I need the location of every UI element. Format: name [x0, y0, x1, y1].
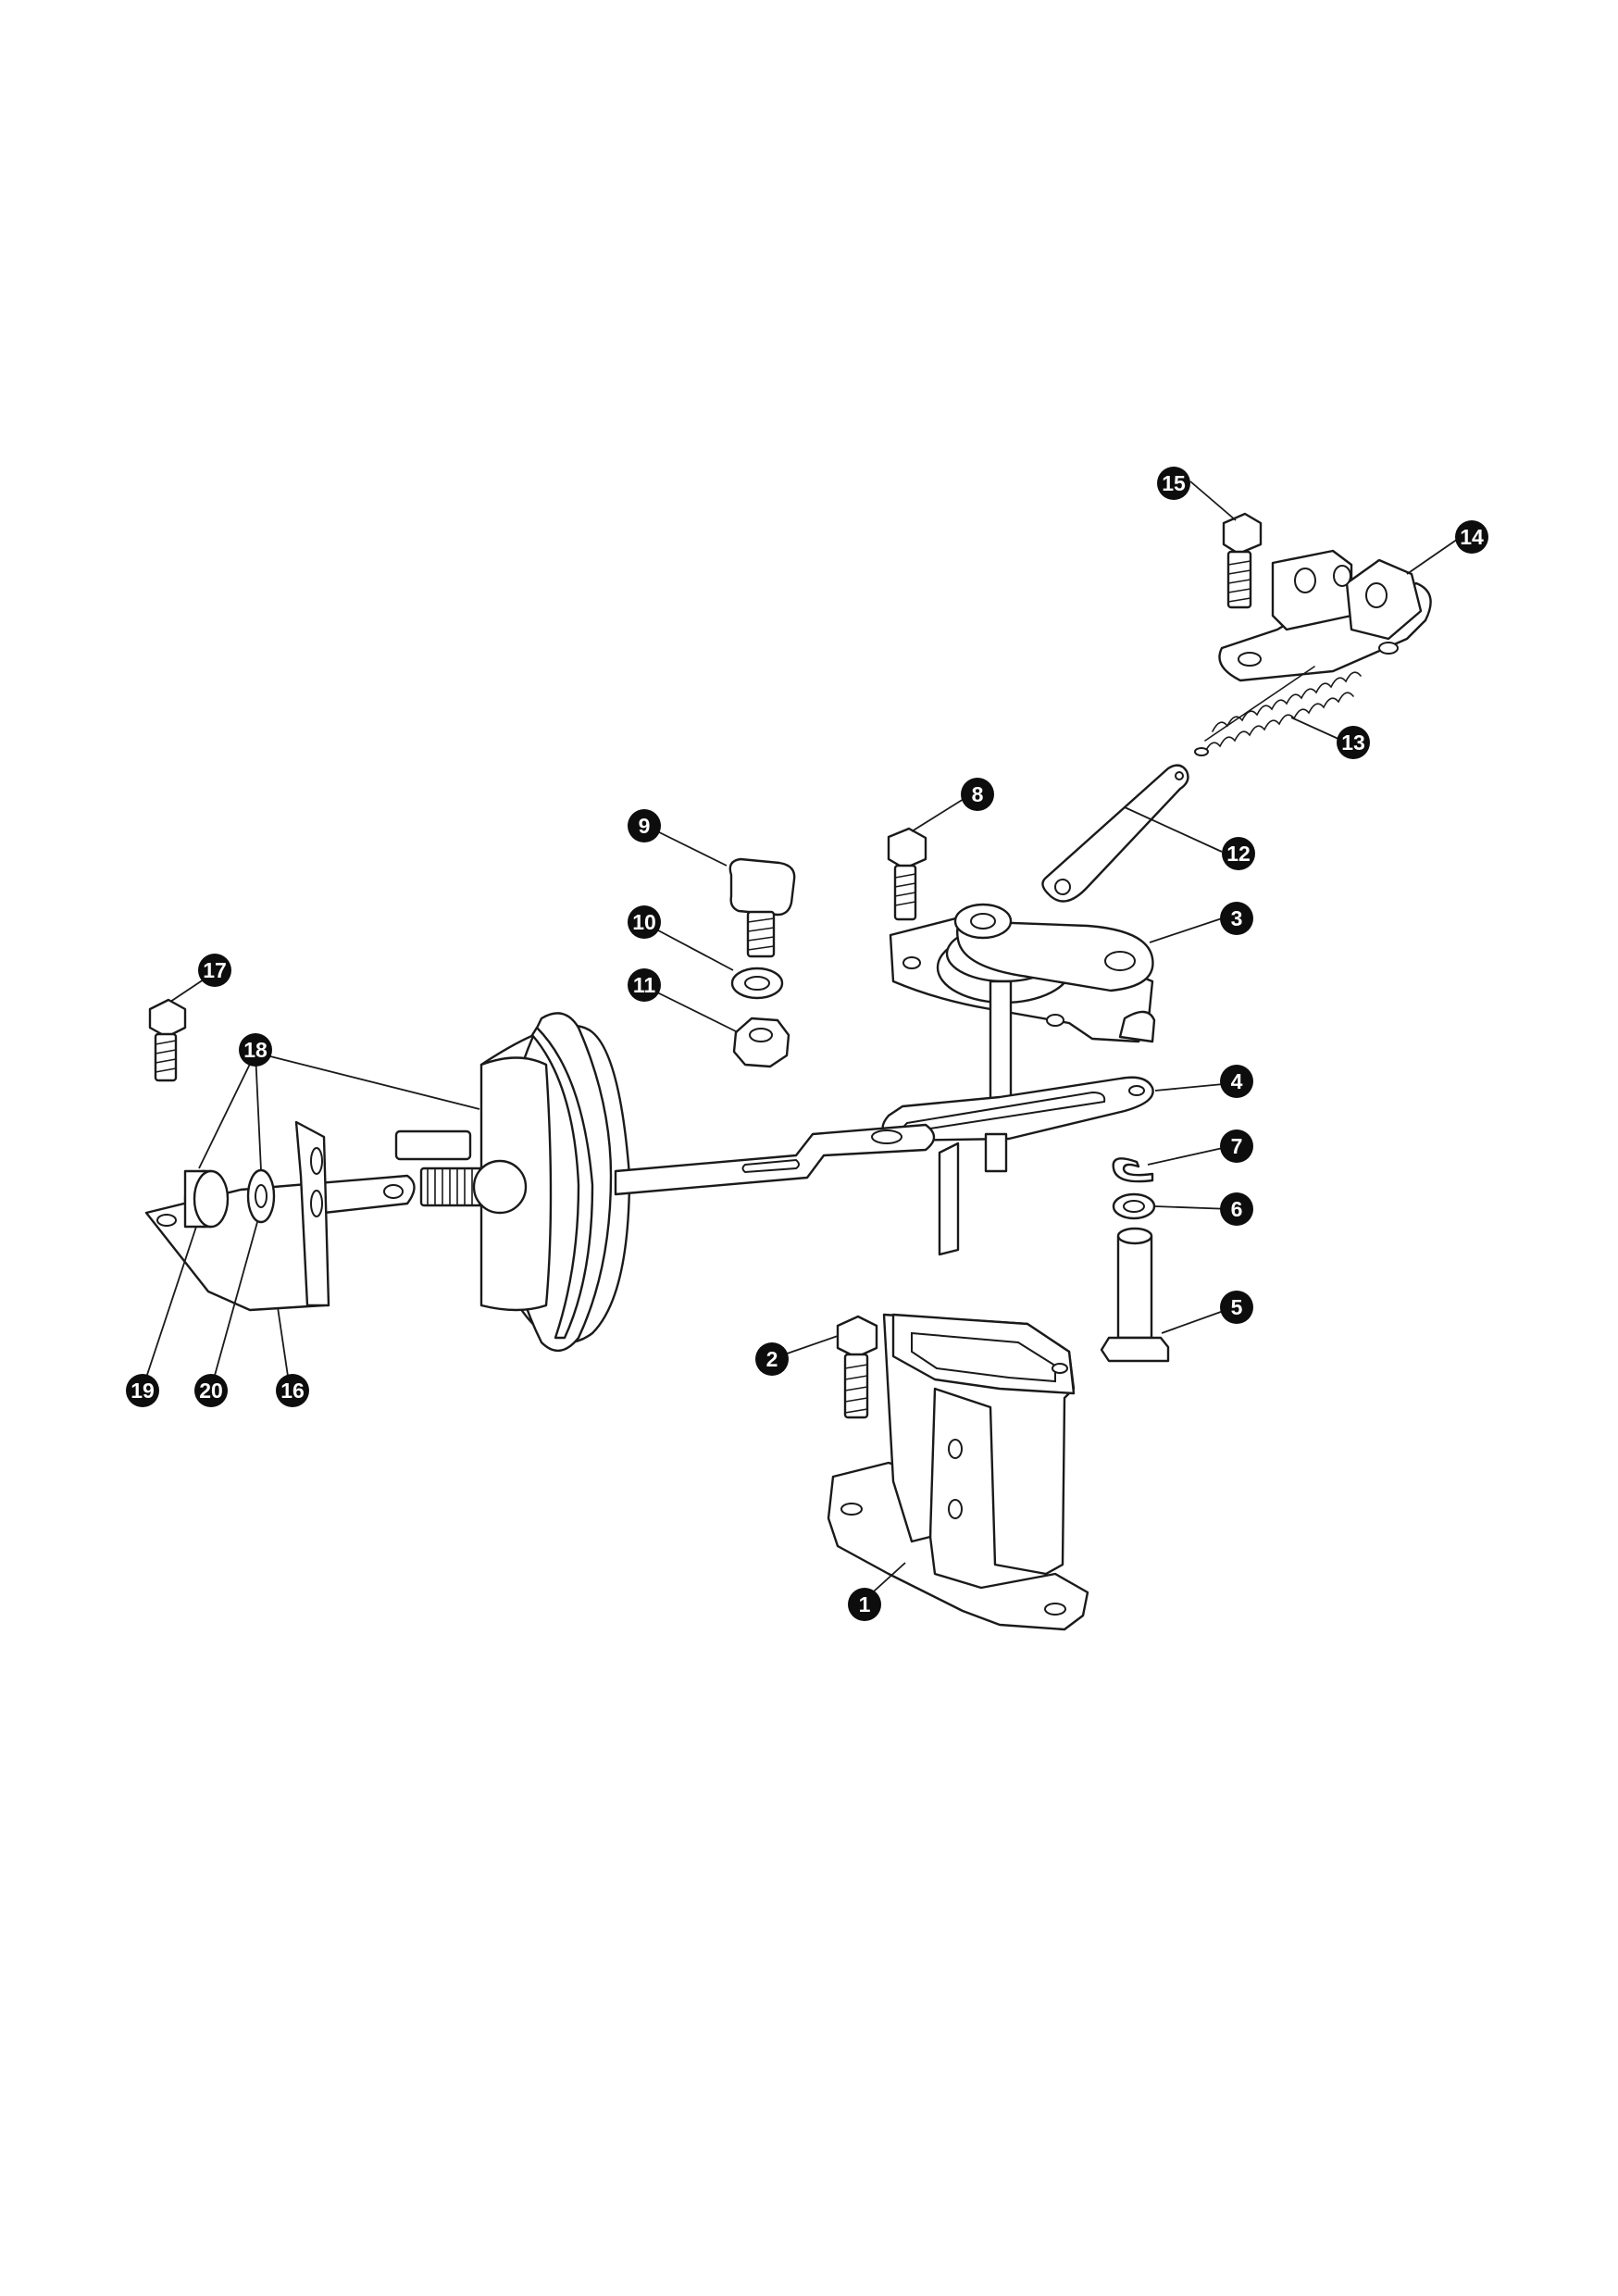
part-15-bolt — [1222, 512, 1263, 609]
svg-text:13: 13 — [1341, 730, 1365, 755]
svg-text:18: 18 — [243, 1038, 268, 1062]
svg-text:17: 17 — [203, 958, 227, 982]
part-2-bolt — [836, 1315, 878, 1419]
part-14-bracket — [1218, 549, 1432, 682]
callout-1: 1 — [848, 1588, 881, 1621]
part-3-plate — [889, 903, 1156, 1113]
callout-12: 12 — [1222, 837, 1255, 870]
callout-17: 17 — [198, 954, 231, 987]
svg-text:6: 6 — [1231, 1197, 1243, 1221]
callout-16: 16 — [276, 1374, 309, 1407]
svg-text:4: 4 — [1231, 1069, 1243, 1093]
svg-text:9: 9 — [639, 814, 651, 838]
svg-text:1: 1 — [859, 1592, 871, 1616]
part-1-base — [827, 1313, 1089, 1631]
callout-8: 8 — [961, 778, 994, 811]
svg-text:3: 3 — [1231, 906, 1243, 930]
svg-text:20: 20 — [199, 1379, 223, 1403]
svg-text:7: 7 — [1231, 1134, 1243, 1158]
callout-2: 2 — [755, 1342, 789, 1376]
part-6-washer — [1112, 1192, 1156, 1220]
callout-18: 18 — [239, 1033, 272, 1067]
part-11-nut — [732, 1017, 790, 1068]
callout-11: 11 — [628, 968, 661, 1002]
callout-3: 3 — [1220, 902, 1253, 935]
svg-text:5: 5 — [1231, 1295, 1243, 1319]
svg-text:15: 15 — [1162, 471, 1186, 495]
callout-9: 9 — [628, 809, 661, 842]
callout-4: 4 — [1220, 1065, 1253, 1098]
svg-text:2: 2 — [766, 1347, 778, 1371]
part-12-lever — [1041, 764, 1189, 903]
callout-5: 5 — [1220, 1291, 1253, 1324]
callout-13: 13 — [1337, 726, 1370, 759]
svg-text:12: 12 — [1226, 842, 1251, 866]
svg-text:8: 8 — [972, 782, 984, 806]
callout-20: 20 — [194, 1374, 228, 1407]
svg-text:19: 19 — [131, 1379, 155, 1403]
callout-7: 7 — [1220, 1129, 1253, 1163]
callout-19: 19 — [126, 1374, 159, 1407]
part-8-bolt — [887, 827, 927, 921]
part-7-clip — [1112, 1157, 1154, 1183]
part-5-pin — [1100, 1227, 1170, 1363]
callout-15: 15 — [1157, 467, 1190, 500]
part-13-spring — [1194, 666, 1362, 756]
part-18-diaphragm — [394, 1012, 631, 1352]
diaphragm-rod — [614, 1123, 936, 1196]
part-9-bolt — [728, 857, 796, 958]
part-19-nut — [183, 1169, 230, 1229]
part-20-washer — [246, 1168, 276, 1224]
svg-text:16: 16 — [280, 1379, 305, 1403]
callout-14: 14 — [1455, 520, 1488, 554]
part-17-bolt — [148, 998, 187, 1082]
svg-text:11: 11 — [633, 973, 656, 997]
part-10-washer — [730, 967, 784, 1000]
callout-6: 6 — [1220, 1192, 1253, 1226]
callout-10: 10 — [628, 905, 661, 939]
svg-text:14: 14 — [1460, 525, 1484, 549]
svg-text:10: 10 — [632, 910, 656, 934]
